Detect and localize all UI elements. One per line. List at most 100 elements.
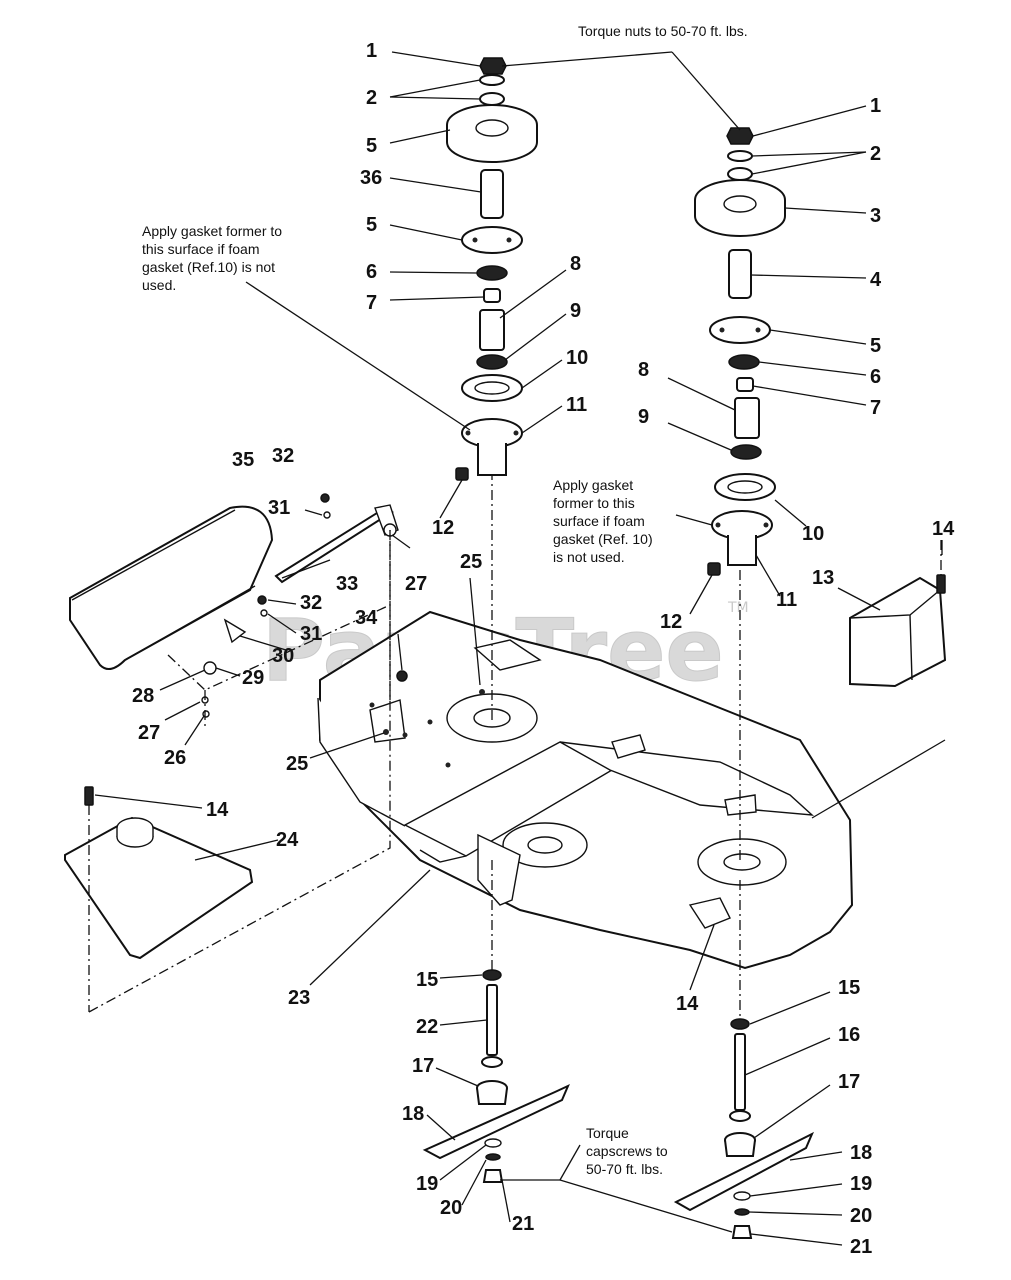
callout-9: 9 <box>638 406 649 428</box>
callout-6: 6 <box>870 366 881 388</box>
callout-20: 20 <box>850 1205 872 1227</box>
callout-32: 32 <box>300 592 322 614</box>
callout-31: 31 <box>300 623 322 645</box>
right-nut-15 <box>730 1018 750 1030</box>
torque-nuts-note: Torque nuts to 50-70 ft. lbs. <box>578 23 748 39</box>
callout-10: 10 <box>566 347 588 369</box>
callout-31: 31 <box>268 497 290 519</box>
gasket-note-right-line-3: surface if foam <box>553 513 645 529</box>
callout-16: 16 <box>838 1024 860 1046</box>
callout-7: 7 <box>366 292 377 314</box>
belt-cover-35 <box>69 505 274 670</box>
callout-19: 19 <box>850 1173 872 1195</box>
left-shield-24 <box>64 786 254 960</box>
callout-12: 12 <box>660 611 682 633</box>
callout-8: 8 <box>570 253 581 275</box>
callout-17: 17 <box>838 1071 860 1093</box>
right-capscrew-21 <box>731 1225 753 1239</box>
callout-25: 25 <box>286 753 308 775</box>
callout-9: 9 <box>570 300 581 322</box>
callout-10: 10 <box>802 523 824 545</box>
gasket-note-right-line-2: former to this <box>553 495 635 511</box>
left-housing-11 <box>461 418 523 448</box>
callout-30: 30 <box>272 645 294 667</box>
gasket-note-left-line-2: this surface if foam <box>142 241 260 257</box>
callout-numbers: 1 2 5 36 5 6 7 8 9 10 11 12 1 2 3 4 5 6 … <box>132 40 955 1258</box>
right-shaft-8 <box>734 397 760 439</box>
left-spacer-36 <box>480 169 504 219</box>
bolt-34 <box>396 670 408 682</box>
callout-5: 5 <box>366 214 377 236</box>
gasket-note-left-line-3: gasket (Ref.10) is not <box>142 259 275 275</box>
right-washer-2b <box>727 167 753 181</box>
washer-31b <box>260 609 268 617</box>
callout-15: 15 <box>838 977 860 999</box>
right-spacer-7 <box>736 377 754 392</box>
left-washer-19 <box>484 1138 502 1148</box>
torque-capscrews-note-line-3: 50-70 ft. lbs. <box>586 1161 663 1177</box>
callout-14: 14 <box>206 799 229 821</box>
callout-3: 3 <box>870 205 881 227</box>
torque-capscrews-note-line-1: Torque <box>586 1125 629 1141</box>
left-lockwasher-20 <box>485 1153 501 1161</box>
right-bearing-6 <box>728 354 760 370</box>
callout-32: 32 <box>272 445 294 467</box>
right-spindle-shaft-16 <box>734 1033 746 1111</box>
callout-23: 23 <box>288 987 310 1009</box>
callout-22: 22 <box>416 1016 438 1038</box>
leader-lines <box>94 51 943 1246</box>
callout-15: 15 <box>416 969 438 991</box>
callout-36: 36 <box>360 167 382 189</box>
callout-2: 2 <box>366 87 377 109</box>
gasket-note-right-line-1: Apply gasket <box>553 477 633 493</box>
callout-14: 14 <box>932 518 955 540</box>
right-bearing-9 <box>730 444 762 460</box>
nut-32b <box>257 595 267 605</box>
callout-27: 27 <box>405 573 427 595</box>
left-nut-15 <box>482 969 502 981</box>
callout-35: 35 <box>232 449 254 471</box>
callout-25: 25 <box>460 551 482 573</box>
right-screw-14 <box>936 574 946 594</box>
right-spindle-assembly <box>694 127 786 576</box>
gasket-note-left-line-1: Apply gasket former to <box>142 223 282 239</box>
right-lockwasher-20 <box>734 1208 750 1216</box>
callout-21: 21 <box>850 1236 872 1258</box>
callout-8: 8 <box>638 359 649 381</box>
callout-33: 33 <box>336 573 358 595</box>
right-housing-11 <box>711 510 773 540</box>
callout-1: 1 <box>870 95 881 117</box>
callout-2: 2 <box>870 143 881 165</box>
callout-17: 17 <box>412 1055 434 1077</box>
notes: Torque nuts to 50-70 ft. lbs. Apply gask… <box>142 23 748 1177</box>
spring-30 <box>223 618 247 644</box>
nut-32a <box>320 493 330 503</box>
callout-5: 5 <box>870 335 881 357</box>
callout-11: 11 <box>566 394 587 416</box>
callout-14: 14 <box>676 993 699 1015</box>
callout-6: 6 <box>366 261 377 283</box>
right-blade-assembly <box>673 1018 814 1239</box>
left-housing-5 <box>461 226 523 254</box>
callout-28: 28 <box>132 685 154 707</box>
right-spacer-4 <box>728 249 752 299</box>
left-spindle-shaft-22 <box>486 984 498 1056</box>
belt-cover-assembly <box>69 493 408 735</box>
gasket-note-left-line-4: used. <box>142 277 176 293</box>
callout-5: 5 <box>366 135 377 157</box>
callout-21: 21 <box>512 1213 534 1235</box>
watermark-trademark: TM <box>727 600 749 616</box>
right-washer-2a <box>727 150 753 162</box>
right-grease-fitting-12 <box>707 562 721 576</box>
gasket-note-right-line-5: is not used. <box>553 549 625 565</box>
left-spindle-assembly <box>446 57 538 695</box>
left-washer-2b <box>479 92 505 106</box>
left-capscrew-21 <box>482 1169 504 1183</box>
callout-11: 11 <box>776 589 797 611</box>
callout-29: 29 <box>242 667 264 689</box>
mower-deck <box>317 610 854 970</box>
callout-20: 20 <box>440 1197 462 1219</box>
callout-4: 4 <box>870 269 882 291</box>
callout-27: 27 <box>138 722 160 744</box>
